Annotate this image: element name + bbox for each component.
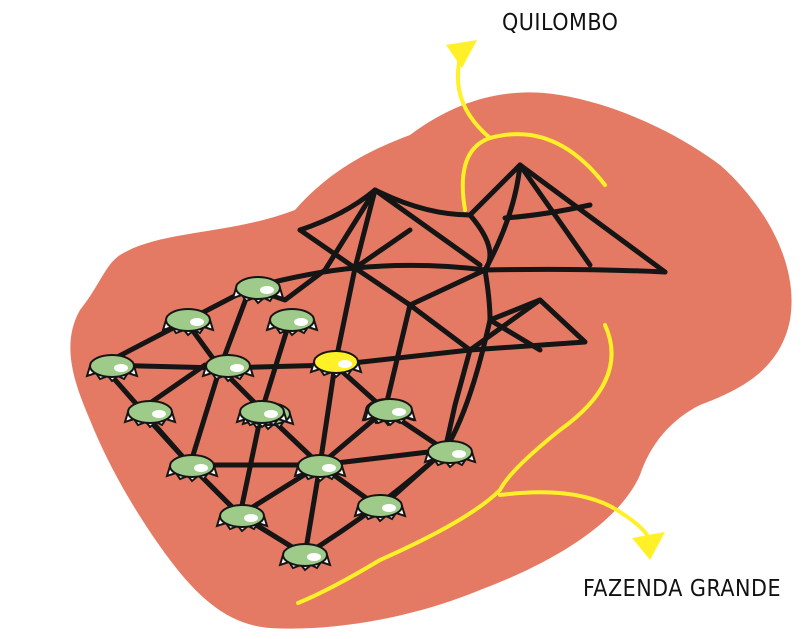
quilombo-label: QUILOMBO bbox=[502, 10, 618, 36]
territory-blob bbox=[70, 92, 791, 628]
fazenda-arrowhead bbox=[632, 532, 665, 560]
quilombo-arrowhead bbox=[446, 40, 477, 68]
fazenda-grande-label: FAZENDA GRANDE bbox=[583, 576, 781, 602]
